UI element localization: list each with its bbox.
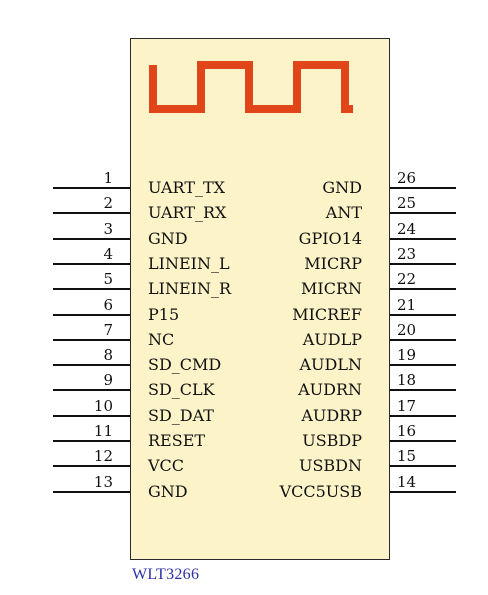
pin-label: SD_CMD [148,355,222,374]
pin-label: LINEIN_L [148,254,230,273]
pin-label: MICRP [304,254,362,273]
pin-label: VCC5USB [279,482,362,501]
pin-label: GND [148,229,188,248]
pin-number: 4 [103,245,113,263]
pin-line-6 [53,314,130,316]
pin-label: LINEIN_R [148,279,231,298]
pin-line-14 [390,491,456,493]
pin-number: 18 [397,371,417,389]
pin-label: MICRN [301,279,362,298]
pin-number: 7 [103,321,113,339]
pin-number: 15 [397,447,417,465]
pin-line-17 [390,415,456,417]
pin-line-20 [390,339,456,341]
pin-label: USBDN [298,456,362,475]
pin-line-12 [53,465,130,467]
pin-label: UART_TX [148,178,226,197]
pin-label: AUDRP [301,406,362,425]
pin-label: RESET [148,431,206,450]
pin-number: 21 [397,296,417,314]
pin-label: USBDP [302,431,362,450]
pin-line-18 [390,389,456,391]
pin-line-26 [390,187,456,189]
pin-label: GND [322,178,362,197]
pin-line-23 [390,263,456,265]
antenna-trace-icon [149,61,353,113]
pin-number: 2 [103,194,113,212]
pin-number: 19 [397,346,417,364]
part-name: WLT3266 [132,566,200,583]
pin-number: 12 [93,447,113,465]
pin-line-24 [390,238,456,240]
chip-body [130,38,390,560]
pin-number: 25 [397,194,417,212]
pin-line-7 [53,339,130,341]
pin-number: 23 [397,245,417,263]
pin-label: P15 [148,305,180,324]
pin-line-8 [53,364,130,366]
pin-line-4 [53,263,130,265]
pin-line-5 [53,288,130,290]
pin-number: 5 [103,270,113,288]
pin-line-25 [390,212,456,214]
pin-number: 10 [93,397,113,415]
pin-number: 8 [103,346,113,364]
pin-number: 6 [103,296,113,314]
pin-line-15 [390,465,456,467]
pin-number: 3 [103,220,113,238]
pin-label: SD_DAT [148,406,214,425]
pin-line-3 [53,238,130,240]
pin-number: 13 [93,473,113,491]
pin-line-21 [390,314,456,316]
pin-number: 9 [103,371,113,389]
pin-line-19 [390,364,456,366]
pin-line-22 [390,288,456,290]
pin-number: 11 [93,422,113,440]
pin-line-10 [53,415,130,417]
pin-label: AUDLP [302,330,362,349]
pin-label: AUDRN [298,380,362,399]
pin-label: GND [148,482,188,501]
pin-line-1 [53,187,130,189]
pin-number: 14 [397,473,417,491]
pin-number: 22 [397,270,417,288]
pin-label: SD_CLK [148,380,215,399]
pin-label: VCC [148,456,185,475]
pin-line-16 [390,440,456,442]
pin-line-9 [53,389,130,391]
pin-label: AUDLN [299,355,363,374]
pin-label: GPIO14 [298,229,362,248]
pin-line-13 [53,491,130,493]
pin-label: ANT [325,203,362,222]
pin-number: 16 [397,422,417,440]
pin-number: 26 [397,169,417,187]
pin-label: UART_RX [148,203,227,222]
pin-label: NC [148,330,175,349]
pin-number: 1 [103,169,113,187]
pin-line-2 [53,212,130,214]
pin-number: 24 [397,220,417,238]
pin-number: 17 [397,397,417,415]
pin-label: MICREF [292,305,362,324]
pin-number: 20 [397,321,417,339]
pin-line-11 [53,440,130,442]
